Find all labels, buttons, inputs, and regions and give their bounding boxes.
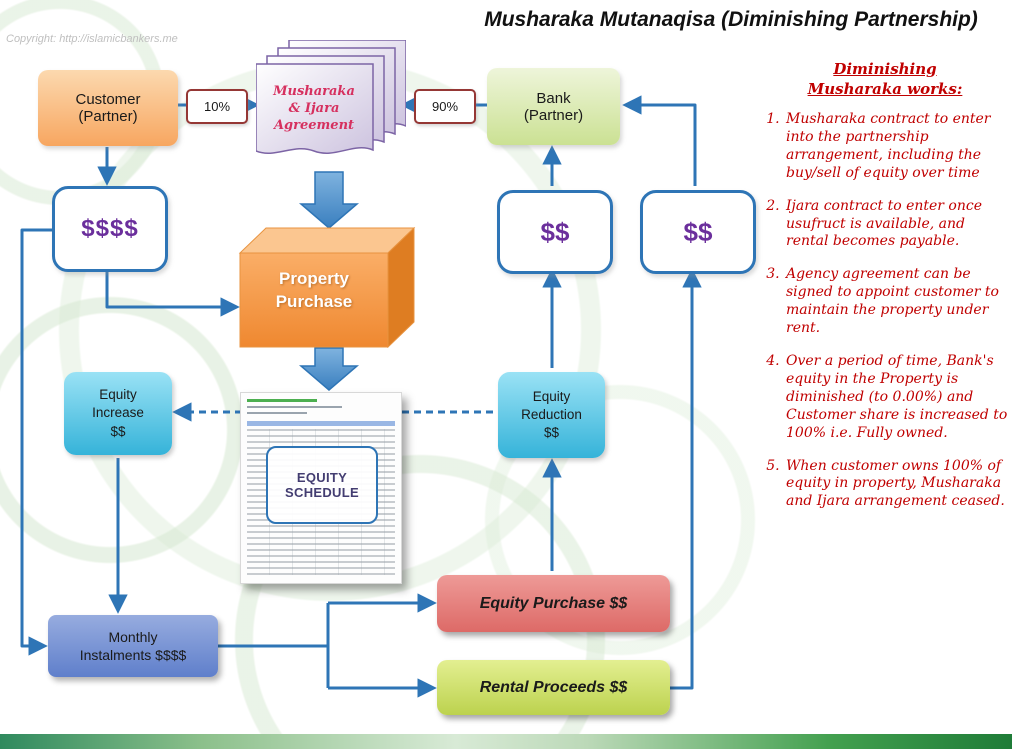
equity-increase-node: Equity Increase $$ bbox=[64, 372, 172, 455]
note-item-2: Ijara contract to enter once usufruct is… bbox=[784, 198, 1008, 252]
customer-node: Customer (Partner) bbox=[38, 70, 178, 146]
rental-proceeds-node: Rental Proceeds $$ bbox=[437, 660, 670, 715]
arrow-capital-to-property bbox=[105, 268, 240, 317]
note-item-1: Musharaka contract to enter into the par… bbox=[784, 111, 1008, 183]
property-purchase-label: Property Purchase bbox=[275, 269, 353, 311]
bank-capital-box: $$ bbox=[497, 190, 613, 274]
block-arrow-property-to-schedule bbox=[298, 347, 360, 391]
arrow-rental-to-bank-return bbox=[670, 268, 702, 690]
page-title: Musharaka Mutanaqisa (Diminishing Partne… bbox=[484, 8, 978, 31]
monthly-instalments-node: Monthly Instalments $$$$ bbox=[48, 615, 218, 677]
bank-node: Bank (Partner) bbox=[487, 68, 620, 145]
customer-share-badge: 10% bbox=[186, 89, 248, 124]
equity-schedule-callout: EQUITY SCHEDULE bbox=[266, 446, 378, 524]
note-item-4: Over a period of time, Bank's equity in … bbox=[784, 353, 1008, 443]
copyright-text: Copyright: http://islamicbankers.me bbox=[6, 33, 178, 45]
bank-share-badge: 90% bbox=[414, 89, 476, 124]
spreadsheet-subtitle-line bbox=[247, 406, 342, 408]
bottom-decorative-bar bbox=[0, 734, 1012, 749]
notes-panel: Diminishing Musharaka works: Musharaka c… bbox=[762, 60, 1008, 526]
bank-return-box: $$ bbox=[640, 190, 756, 274]
block-arrow-agreement-to-property bbox=[298, 171, 360, 229]
equity-purchase-node: Equity Purchase $$ bbox=[437, 575, 670, 632]
notes-list: Musharaka contract to enter into the par… bbox=[762, 111, 1008, 511]
note-item-3: Agency agreement can be signed to appoin… bbox=[784, 266, 1008, 338]
equity-reduction-node: Equity Reduction $$ bbox=[498, 372, 605, 458]
spreadsheet-subtitle-line2 bbox=[247, 412, 307, 414]
agreement-label: Musharaka & Ijara Agreement bbox=[273, 84, 355, 133]
notes-heading: Diminishing Musharaka works: bbox=[807, 60, 963, 98]
spreadsheet-header-row bbox=[247, 421, 395, 426]
arrow-bank-return-to-bank bbox=[622, 95, 697, 186]
arrow-capital-to-instalments bbox=[20, 228, 52, 656]
spreadsheet-title-line bbox=[247, 399, 317, 402]
customer-capital-box: $$$$ bbox=[52, 186, 168, 272]
note-item-5: When customer owns 100% of equity in pro… bbox=[784, 458, 1008, 512]
